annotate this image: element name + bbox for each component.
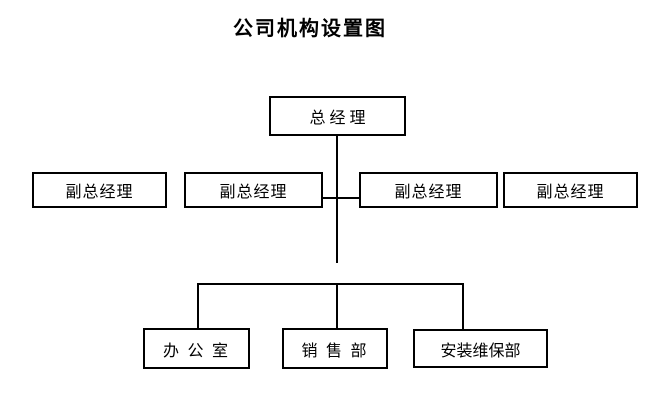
connector-bottom-rail	[197, 283, 464, 285]
org-node-label: 总经理	[309, 110, 370, 127]
org-node-label: 安装维保部	[440, 342, 521, 360]
org-node-deputy-general-manager-4: 副总经理	[503, 172, 638, 208]
org-node-label: 办 公 室	[163, 342, 230, 360]
org-node-general-manager: 总经理	[269, 96, 406, 136]
connector-drop-install	[462, 283, 464, 330]
org-node-office: 办 公 室	[143, 328, 250, 369]
org-node-sales-department: 销 售 部	[282, 328, 388, 369]
connector-branch-deputy-2-3	[321, 197, 361, 199]
org-node-deputy-general-manager-3: 副总经理	[359, 172, 498, 208]
org-node-installation-maintenance-department: 安装维保部	[413, 329, 548, 368]
org-node-deputy-general-manager-1: 副总经理	[32, 172, 167, 208]
org-node-label: 副总经理	[394, 184, 463, 201]
connector-vertical-from-gm	[336, 135, 338, 263]
connector-drop-office	[197, 283, 199, 329]
connector-drop-sales	[336, 283, 338, 329]
org-node-label: 副总经理	[219, 184, 288, 201]
org-node-label: 副总经理	[65, 184, 134, 201]
org-node-label: 副总经理	[536, 184, 605, 201]
org-node-deputy-general-manager-2: 副总经理	[184, 172, 323, 208]
page-title: 公司机构设置图	[233, 18, 387, 40]
org-node-label: 销 售 部	[301, 342, 369, 360]
